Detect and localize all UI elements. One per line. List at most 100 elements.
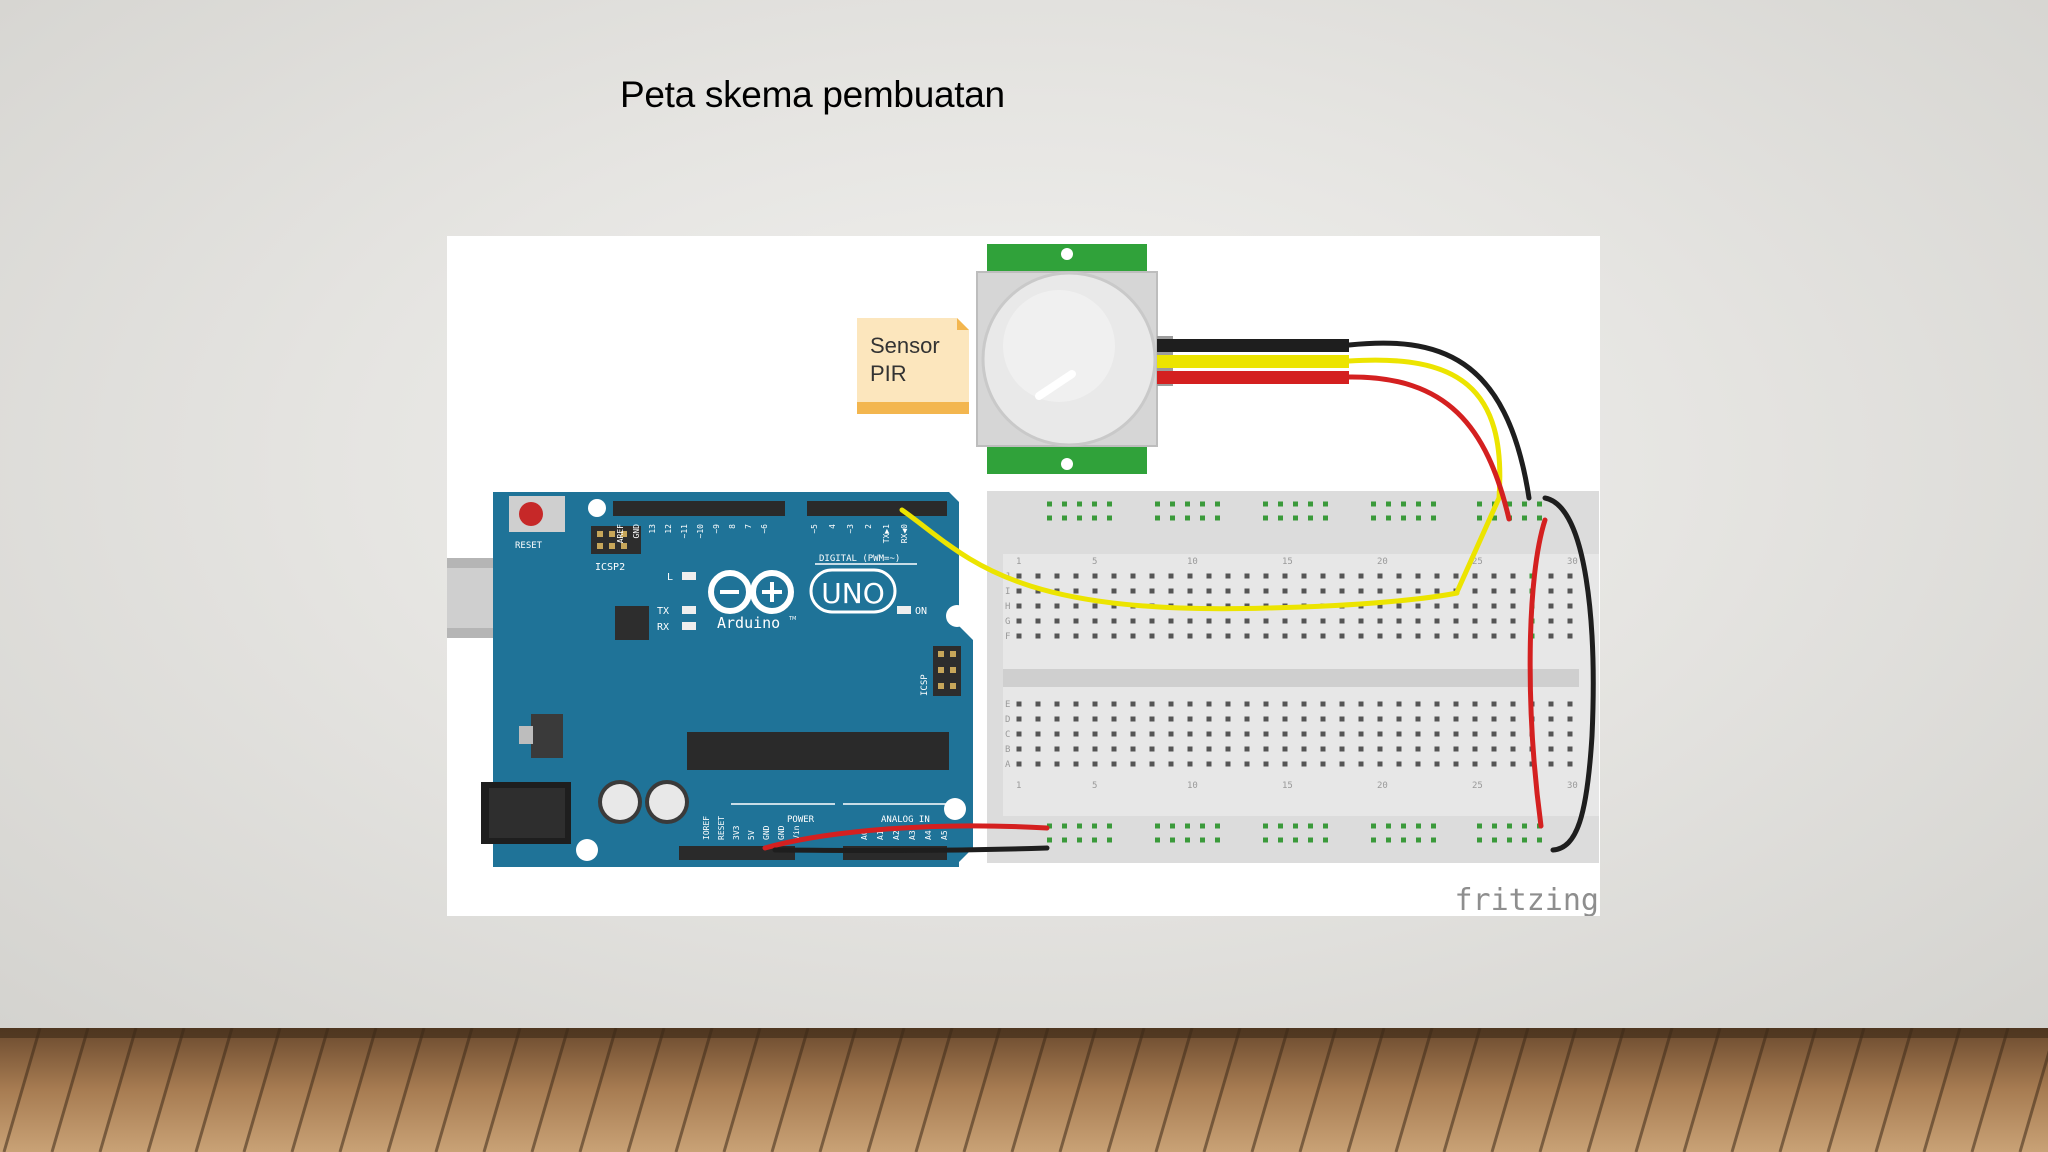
breadboard-hole bbox=[1510, 603, 1516, 609]
breadboard-hole bbox=[1092, 573, 1098, 579]
rail-hole bbox=[1308, 837, 1313, 843]
breadboard-hole bbox=[1358, 746, 1364, 752]
breadboard-hole bbox=[1092, 716, 1098, 722]
breadboard-hole bbox=[1396, 573, 1402, 579]
breadboard-hole bbox=[1567, 716, 1573, 722]
breadboard-hole bbox=[1244, 618, 1250, 624]
breadboard-hole bbox=[1377, 731, 1383, 737]
breadboard-hole bbox=[1434, 573, 1440, 579]
rail-hole bbox=[1107, 501, 1112, 507]
rail-hole bbox=[1278, 823, 1283, 829]
led-l-label: L bbox=[667, 572, 673, 583]
power-pin-label: GND bbox=[777, 825, 786, 840]
breadboard-hole bbox=[1073, 603, 1079, 609]
rail-hole bbox=[1308, 515, 1313, 521]
breadboard-hole bbox=[1187, 716, 1193, 722]
rail-hole bbox=[1062, 501, 1067, 507]
power-pin-label: Vin bbox=[792, 825, 801, 840]
rail-hole bbox=[1293, 823, 1298, 829]
breadboard-hole bbox=[1377, 633, 1383, 639]
breadboard-hole bbox=[1377, 618, 1383, 624]
breadboard-hole bbox=[1149, 716, 1155, 722]
floor-plank-seam bbox=[1394, 1028, 1434, 1152]
breadboard-hole bbox=[1244, 573, 1250, 579]
digital-pin-label: 4 bbox=[828, 524, 837, 529]
breadboard-hole bbox=[1453, 618, 1459, 624]
column-number: 5 bbox=[1092, 781, 1097, 791]
breadboard-hole bbox=[1092, 731, 1098, 737]
trademark: TM bbox=[788, 616, 796, 622]
breadboard-hole bbox=[1453, 731, 1459, 737]
rail-hole bbox=[1507, 837, 1512, 843]
digital-pin-label: GND bbox=[632, 524, 641, 539]
digital-pin-label: AREF bbox=[616, 524, 625, 543]
breadboard-hole bbox=[1301, 633, 1307, 639]
column-number: 10 bbox=[1187, 557, 1198, 567]
digital-pin-label: ~5 bbox=[810, 524, 819, 534]
breadboard-hole bbox=[1358, 731, 1364, 737]
digital-label: DIGITAL (PWM=~) bbox=[819, 554, 900, 564]
icsp2-label: ICSP2 bbox=[595, 562, 625, 573]
pir-wire-black bbox=[1157, 339, 1349, 352]
floor-plank-seam bbox=[1682, 1028, 1722, 1152]
breadboard-hole bbox=[1130, 761, 1136, 767]
digital-pin-label: 2 bbox=[864, 524, 873, 529]
floor-plank-seam bbox=[1442, 1028, 1482, 1152]
floor-plank-seam bbox=[482, 1028, 522, 1152]
row-letter: G bbox=[1005, 617, 1010, 627]
rail-hole bbox=[1185, 501, 1190, 507]
floor-plank-seam bbox=[98, 1028, 138, 1152]
breadboard-hole bbox=[1301, 701, 1307, 707]
column-number: 25 bbox=[1472, 781, 1483, 791]
breadboard-hole bbox=[1415, 746, 1421, 752]
breadboard-hole bbox=[1168, 746, 1174, 752]
rail-hole bbox=[1215, 515, 1220, 521]
floor-plank-seam bbox=[50, 1028, 90, 1152]
breadboard-hole bbox=[1073, 701, 1079, 707]
breadboard-hole bbox=[1415, 761, 1421, 767]
column-number: 5 bbox=[1092, 557, 1097, 567]
breadboard-hole bbox=[1206, 761, 1212, 767]
breadboard-hole bbox=[1225, 588, 1231, 594]
breadboard-hole bbox=[1415, 716, 1421, 722]
column-number: 20 bbox=[1377, 557, 1388, 567]
floor-plank-seam bbox=[530, 1028, 570, 1152]
breadboard-hole bbox=[1111, 573, 1117, 579]
breadboard-hole bbox=[1453, 701, 1459, 707]
breadboard-hole bbox=[1244, 716, 1250, 722]
breadboard-hole bbox=[1453, 716, 1459, 722]
breadboard-hole bbox=[1320, 746, 1326, 752]
breadboard-hole bbox=[1149, 731, 1155, 737]
breadboard-hole bbox=[1548, 761, 1554, 767]
rail-hole bbox=[1077, 823, 1082, 829]
breadboard-hole bbox=[1149, 633, 1155, 639]
breadboard-hole bbox=[1111, 731, 1117, 737]
rail-hole bbox=[1215, 837, 1220, 843]
breadboard-hole bbox=[1491, 701, 1497, 707]
breadboard-hole bbox=[1415, 701, 1421, 707]
breadboard-hole bbox=[1168, 633, 1174, 639]
rail-hole bbox=[1522, 837, 1527, 843]
wire-red-sensor-to-rail bbox=[1346, 374, 1512, 522]
breadboard-hole bbox=[1434, 618, 1440, 624]
breadboard-hole bbox=[1168, 701, 1174, 707]
sensor-label-line1: Sensor bbox=[870, 333, 940, 358]
breadboard-hole bbox=[1035, 573, 1041, 579]
column-number: 20 bbox=[1377, 781, 1388, 791]
power-pin-label: 5V bbox=[747, 830, 756, 840]
breadboard-hole bbox=[1415, 618, 1421, 624]
breadboard-hole bbox=[1320, 761, 1326, 767]
breadboard-hole bbox=[1111, 588, 1117, 594]
rail-hole bbox=[1047, 515, 1052, 521]
breadboard-hole bbox=[1130, 588, 1136, 594]
rail-hole bbox=[1492, 515, 1497, 521]
breadboard-hole bbox=[1111, 603, 1117, 609]
breadboard-hole bbox=[1225, 761, 1231, 767]
breadboard-hole bbox=[1016, 716, 1022, 722]
slide-title: Peta skema pembuatan bbox=[620, 74, 1005, 115]
microcontroller-chip bbox=[687, 732, 949, 770]
breadboard-hole bbox=[1491, 731, 1497, 737]
breadboard-hole bbox=[1130, 633, 1136, 639]
